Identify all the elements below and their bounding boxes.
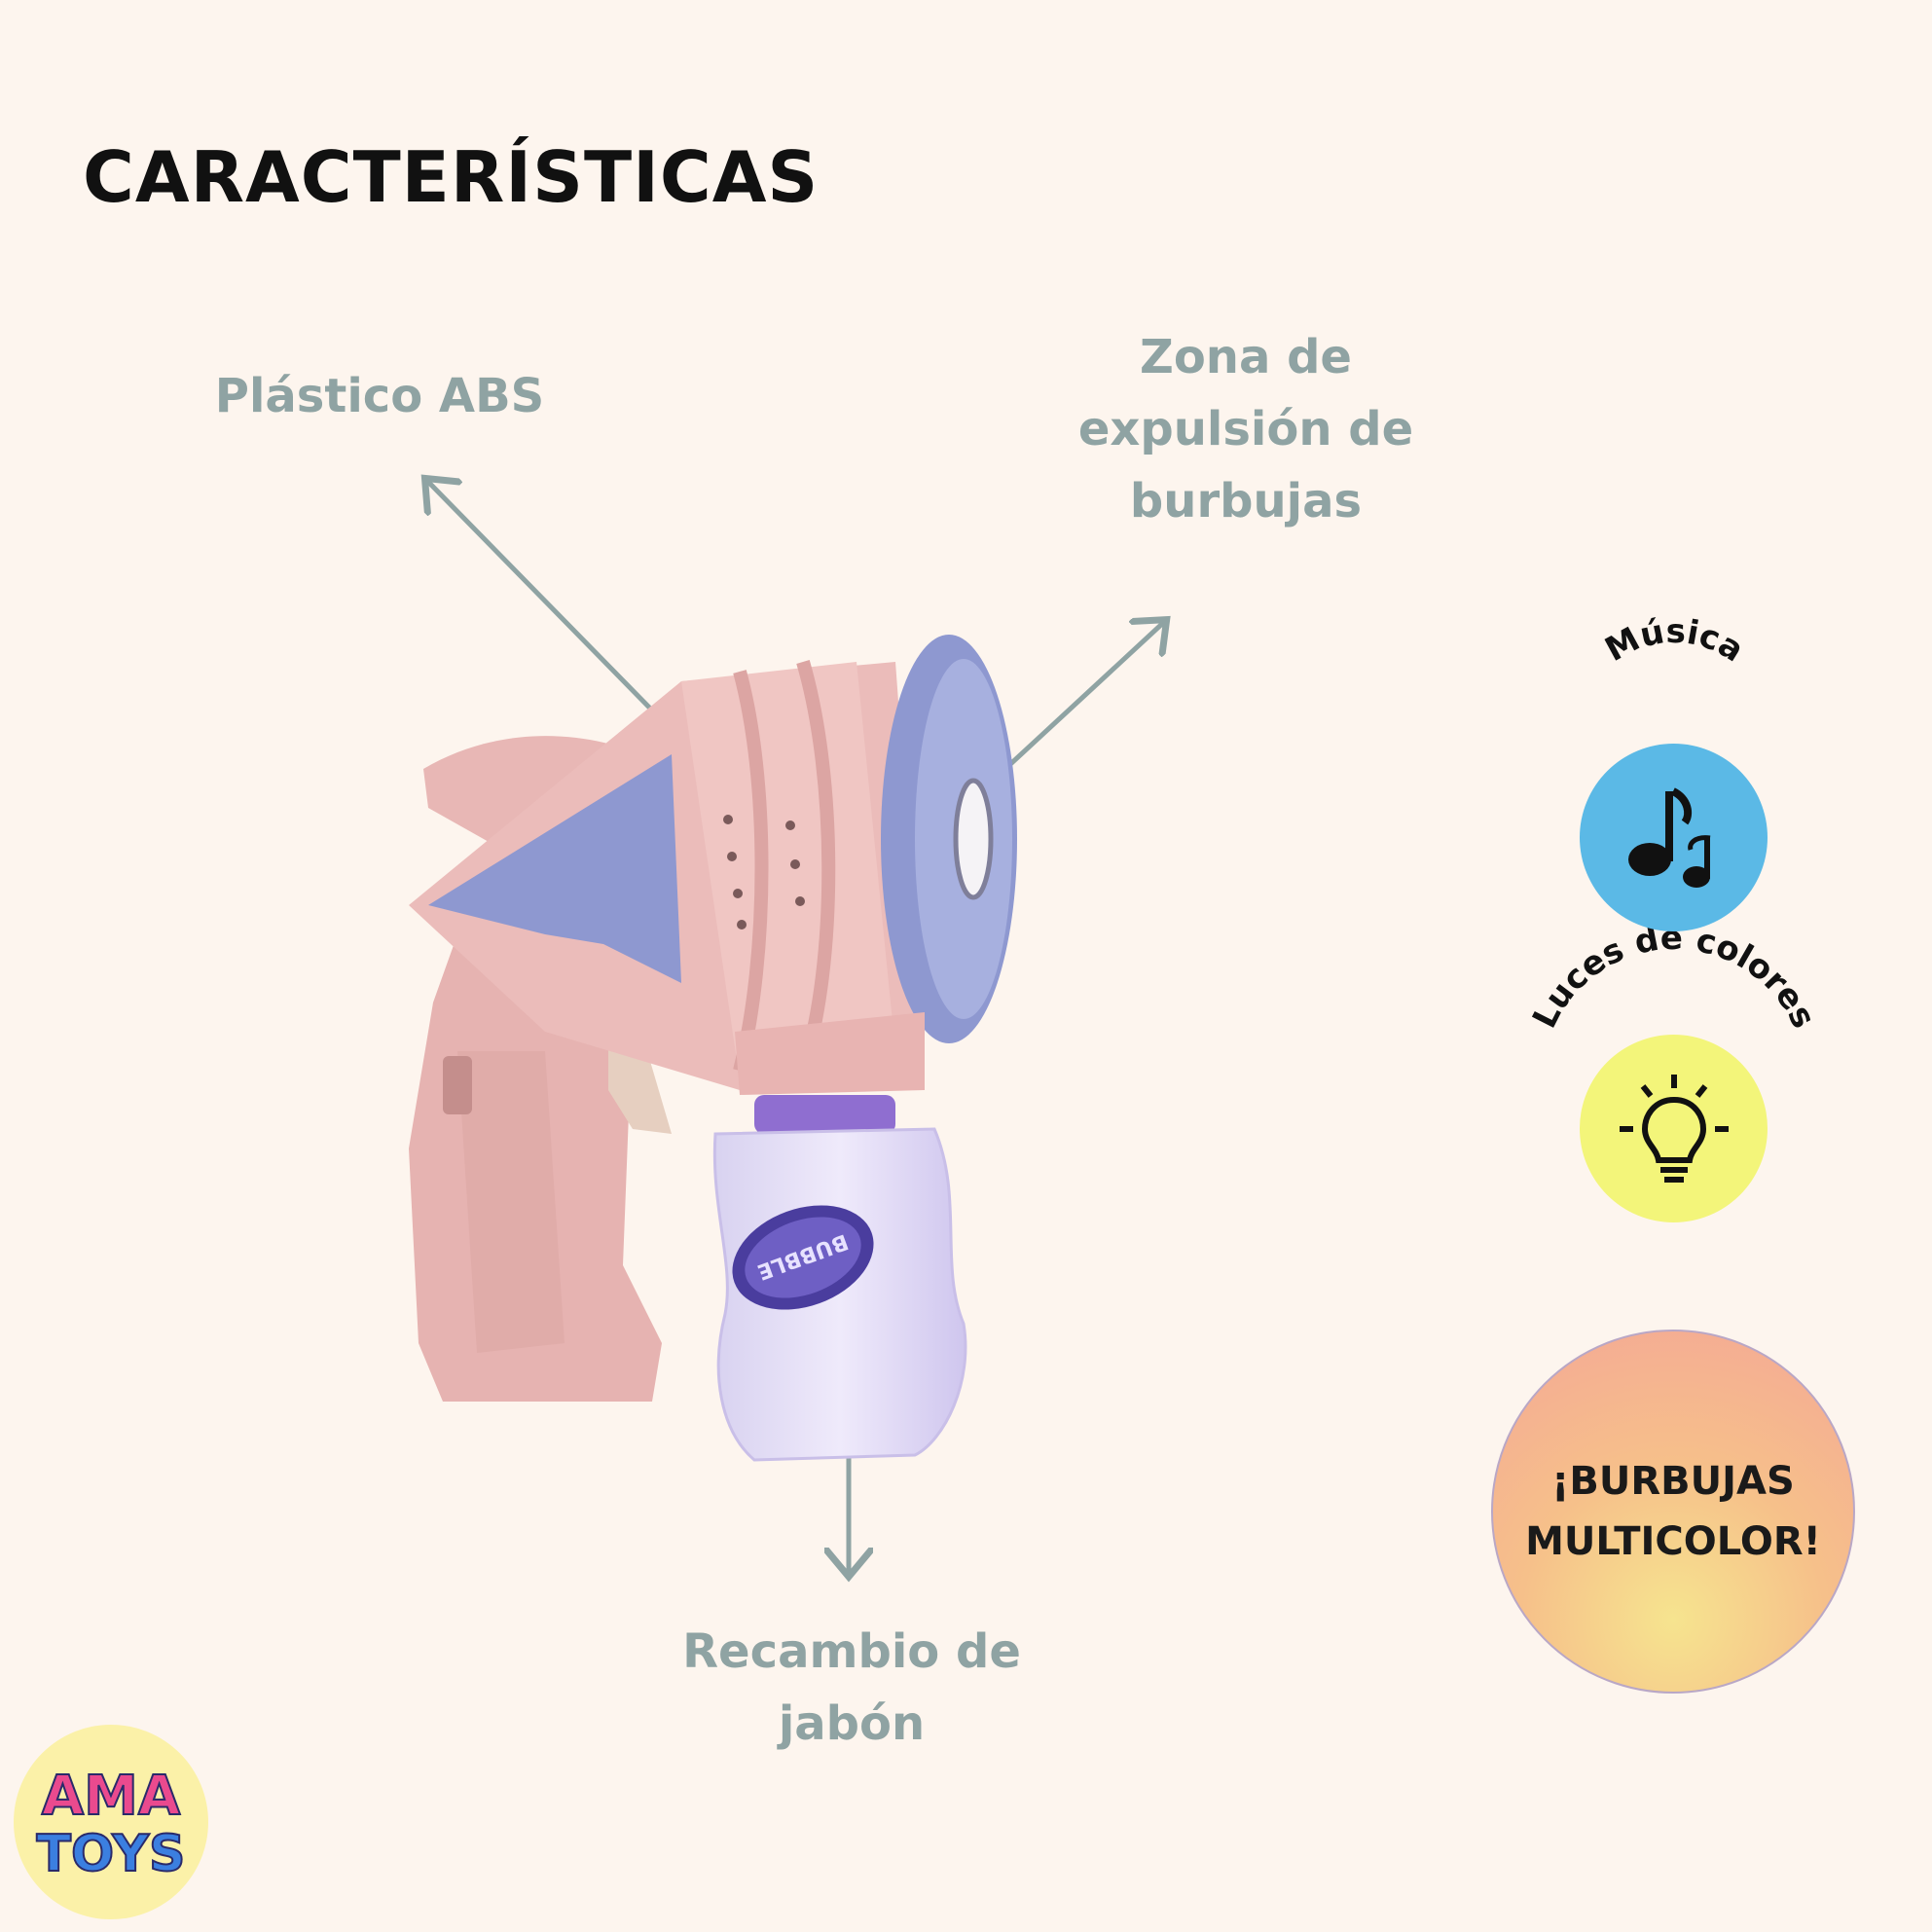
nozzle-label-line2: expulsión de [1077,402,1414,456]
arrow-material [428,482,664,722]
brand-logo: AMA TOYS [14,1725,208,1919]
promo-text: ¡BURBUJAS MULTICOLOR! [1525,1451,1821,1572]
nozzle-label-line1: Zona de [1140,330,1352,384]
page-title: CARACTERÍSTICAS [83,136,820,218]
svg-text:AMA: AMA [42,1765,181,1828]
material-label-text: Plástico ABS [214,369,545,423]
promo-badge: ¡BURBUJAS MULTICOLOR! [1491,1330,1855,1694]
promo-line2: MULTICOLOR! [1525,1519,1821,1564]
music-note-icon [1627,786,1710,888]
luces-badge [1580,1035,1768,1222]
bubble-gun-image: BUBBLE [409,635,1017,1462]
refill-label-line2: jabón [778,1696,926,1751]
material-label: Plástico ABS [175,360,584,432]
refill-label: Recambio de jabón [633,1616,1071,1760]
svg-text:TOYS: TOYS [37,1825,186,1883]
musica-badge [1580,744,1768,931]
nozzle-label: Zona de expulsión de burbujas [1032,321,1460,537]
nozzle-label-line3: burbujas [1129,474,1363,529]
promo-line1: ¡BURBUJAS [1551,1459,1795,1504]
refill-label-line1: Recambio de [682,1624,1021,1679]
light-bulb-icon [1619,1074,1729,1183]
